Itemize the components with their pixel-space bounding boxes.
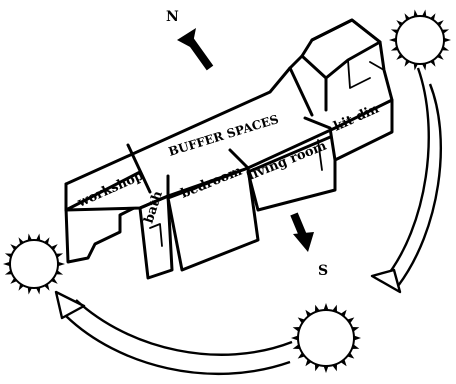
label-south: S bbox=[318, 263, 328, 279]
sun-ray bbox=[430, 59, 436, 67]
bath-top-edge bbox=[138, 174, 170, 210]
sun-ray bbox=[347, 352, 355, 359]
buffer-spaces-back-edge bbox=[288, 66, 314, 117]
sun-ray bbox=[413, 63, 418, 71]
sun-ray bbox=[441, 46, 450, 51]
sun-ray bbox=[55, 253, 64, 258]
front-wall-ledge bbox=[149, 223, 163, 247]
sun-ray bbox=[340, 359, 347, 367]
sun-ray bbox=[292, 344, 301, 349]
sun-ray bbox=[422, 9, 427, 17]
sun-ray bbox=[297, 317, 305, 324]
sun-ray bbox=[436, 53, 444, 60]
sun-ray bbox=[315, 304, 320, 313]
sun-ray bbox=[55, 270, 64, 275]
sun-ray bbox=[351, 344, 360, 349]
sun-ray bbox=[10, 277, 18, 284]
sun-ray bbox=[50, 244, 58, 251]
buffer-spaces-edge bbox=[126, 143, 152, 194]
sun-ray bbox=[332, 363, 337, 372]
sun-ray bbox=[315, 363, 320, 372]
sun-ray bbox=[27, 233, 32, 241]
sun-ray bbox=[57, 261, 65, 267]
south-arrow bbox=[290, 212, 314, 252]
workshop-top-edge bbox=[64, 170, 142, 212]
sun-ray bbox=[305, 309, 312, 317]
sun-ray bbox=[305, 359, 312, 367]
sun-path-south-to-west bbox=[54, 290, 293, 376]
living-room-detail bbox=[317, 139, 323, 171]
sun-ray bbox=[323, 365, 329, 373]
sun-ray bbox=[413, 9, 418, 17]
sun-ray bbox=[443, 37, 451, 43]
living-kit-divider bbox=[303, 116, 332, 130]
sun-south bbox=[291, 303, 361, 373]
label-north: N bbox=[166, 9, 179, 25]
sun-ray bbox=[347, 317, 355, 324]
sun-ray bbox=[297, 352, 305, 359]
tower-step-1 bbox=[347, 59, 371, 89]
sun-west bbox=[3, 233, 65, 295]
sun-ray bbox=[390, 46, 399, 51]
sun-path-east-to-south bbox=[370, 67, 443, 294]
sun-ray bbox=[3, 261, 11, 267]
tower-top-edge bbox=[310, 18, 382, 80]
sun-ray bbox=[18, 283, 24, 291]
sun-ray bbox=[441, 29, 450, 34]
sun-ray bbox=[404, 13, 410, 21]
sun-ray bbox=[340, 309, 347, 317]
sun-ray bbox=[332, 304, 337, 313]
sun-ray bbox=[396, 20, 404, 27]
sun-ray bbox=[44, 283, 50, 291]
sun-ray bbox=[390, 29, 399, 34]
sun-ray bbox=[10, 244, 18, 251]
sun-ray bbox=[430, 13, 436, 21]
sun-ray bbox=[353, 335, 361, 341]
sun-ray bbox=[292, 327, 301, 332]
sun-east bbox=[389, 9, 451, 71]
sun-ray bbox=[36, 233, 41, 241]
sun-ray bbox=[422, 63, 427, 71]
sun-ray bbox=[4, 270, 13, 275]
sun-ray bbox=[4, 253, 13, 258]
building bbox=[64, 18, 394, 280]
north-arrow bbox=[177, 28, 214, 71]
sun-ray bbox=[44, 237, 50, 245]
sun-ray bbox=[436, 20, 444, 27]
sun-ray bbox=[50, 277, 58, 284]
sun-ray bbox=[36, 287, 41, 295]
sun-ray bbox=[351, 327, 360, 332]
sun-ray bbox=[27, 287, 32, 295]
sun-ray bbox=[291, 335, 299, 341]
living-room-front-wall bbox=[246, 133, 337, 212]
tower-step-2 bbox=[369, 61, 385, 71]
bedroom-living-divider bbox=[228, 148, 250, 170]
sun-ray bbox=[404, 59, 410, 67]
sun-ray bbox=[18, 237, 24, 245]
sun-ray bbox=[389, 37, 397, 43]
sun-ray bbox=[323, 303, 329, 311]
sun-ray bbox=[396, 53, 404, 60]
